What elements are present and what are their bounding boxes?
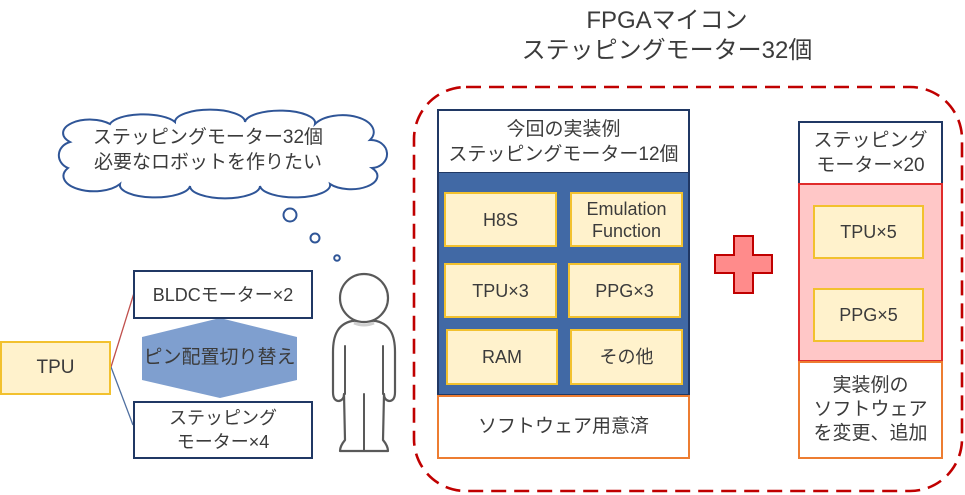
block-ppg-x5: PPG×5 (813, 288, 924, 342)
extension-software-line-1: 実装例の (832, 375, 909, 396)
extension-software-line-2: ソフトウェア (813, 399, 928, 420)
block-h8s: H8S (444, 192, 557, 247)
person-icon (331, 272, 397, 453)
title-line-2: ステッピングモーター32個 (521, 37, 813, 64)
pin-switch-label: ピン配置切り替え (142, 346, 297, 370)
implementation-header-line-1: 今回の実装例 (506, 118, 621, 140)
thought-bubble-dot-medium (309, 232, 321, 244)
block-emulation-function: Emulation Function (570, 192, 683, 247)
stepping-motor-box: ステッピング モーター×4 (133, 401, 313, 459)
person-head (338, 272, 390, 324)
person-neck-shadow (353, 321, 375, 327)
thought-bubble-text: ステッピングモーター32個 必要なロボットを作りたい (58, 125, 358, 175)
pin-switch-arrow-shape (142, 318, 297, 398)
block-other: その他 (570, 329, 683, 385)
implementation-software-label: ソフトウェア用意済 (477, 416, 649, 437)
block-tpu-x5: TPU×5 (813, 205, 924, 259)
thought-cloud (57, 108, 388, 200)
block-ram: RAM (446, 329, 558, 385)
fpga-group-outline (412, 85, 964, 493)
block-emulation-line-1: Emulation (586, 198, 667, 219)
tpu-to-stepping-connector (110, 366, 134, 426)
block-ram-label: RAM (482, 347, 522, 367)
extension-header-line-2: モーター×20 (816, 155, 925, 176)
block-tpu-x5-label: TPU×5 (840, 222, 897, 242)
block-h8s-label: H8S (482, 209, 518, 230)
tpu-to-bldc-connector (110, 292, 135, 368)
plus-icon (714, 235, 773, 294)
block-tpu-x3: TPU×3 (444, 263, 557, 318)
thought-bubble-dot-small (333, 254, 341, 262)
person-body (331, 319, 397, 453)
bldc-motor-label: BLDCモーター×2 (152, 284, 294, 305)
block-ppg-x3: PPG×3 (568, 263, 681, 318)
implementation-header-line-2: ステッピングモーター12個 (448, 143, 679, 165)
stepping-motor-line-2: モーター×4 (176, 432, 270, 452)
tpu-source-label: TPU (36, 357, 75, 378)
diagram-title: FPGAマイコン ステッピングモーター32個 (417, 6, 917, 66)
block-other-label: その他 (599, 347, 654, 367)
block-ppg-x5-label: PPG×5 (839, 305, 898, 325)
block-ppg-x3-label: PPG×3 (595, 280, 654, 301)
extension-header-line-1: ステッピング (813, 130, 928, 151)
thought-line-1: ステッピングモーター32個 (92, 127, 324, 148)
bldc-motor-box: BLDCモーター×2 (133, 270, 313, 319)
tpu-source-box: TPU (0, 341, 111, 395)
extension-header: ステッピング モーター×20 (798, 121, 943, 185)
block-tpu-x3-label: TPU×3 (472, 280, 529, 301)
implementation-software-box: ソフトウェア用意済 (437, 395, 690, 459)
stepping-motor-line-1: ステッピング (169, 408, 277, 428)
thought-line-2: 必要なロボットを作りたい (93, 152, 322, 173)
extension-software-box: 実装例の ソフトウェア を変更、追加 (798, 361, 943, 459)
implementation-example-header: 今回の実装例 ステッピングモーター12個 (437, 109, 690, 174)
pin-switch-text: ピン配置切り替え (143, 347, 296, 368)
thought-bubble-dot-large (282, 207, 298, 223)
title-line-1: FPGAマイコン (586, 7, 748, 34)
block-emulation-line-2: Function (591, 220, 662, 241)
extension-software-line-3: を変更、追加 (813, 423, 928, 444)
